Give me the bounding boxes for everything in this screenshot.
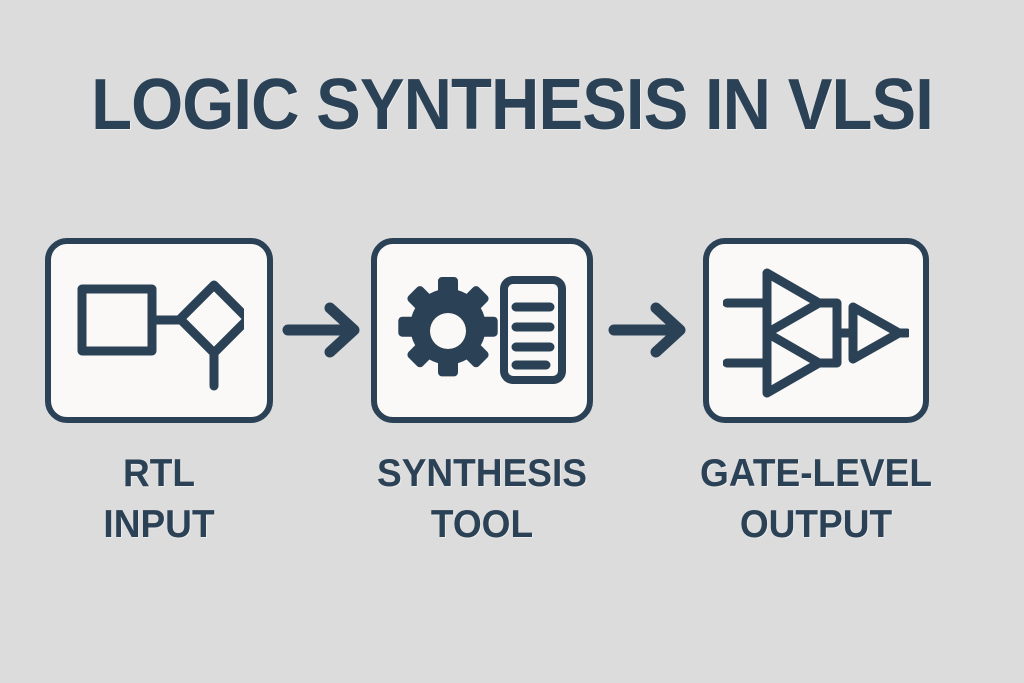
- label-line-1: SYNTHESIS: [376, 452, 588, 495]
- label-rtl-input: RTL INPUT: [51, 448, 268, 550]
- card-synthesis-tool[interactable]: [371, 238, 593, 423]
- diamond-node: [175, 280, 244, 357]
- buffer-gate-top: [762, 268, 824, 337]
- gear-document-icon: [398, 275, 566, 384]
- buffer-gate-bottom: [762, 328, 824, 397]
- document-icon: [500, 275, 566, 384]
- page-title: LOGIC SYNTHESIS IN VLSI: [91, 65, 934, 145]
- arrow-right-icon: [608, 302, 686, 358]
- buffer-gate-right: [848, 302, 904, 363]
- label-line-1: RTL: [122, 452, 196, 495]
- label-synthesis-tool: SYNTHESIS TOOL: [377, 448, 588, 550]
- label-line-2: OUTPUT: [739, 503, 893, 546]
- arrow-right-icon: [282, 302, 360, 358]
- arrow-1: [282, 300, 372, 360]
- label-line-1: GATE-LEVEL: [700, 452, 932, 495]
- card-rtl-input[interactable]: [45, 238, 273, 423]
- gear-icon: [398, 276, 498, 376]
- block-diagram-icon: [77, 280, 244, 390]
- card-gate-level-output[interactable]: [703, 238, 929, 423]
- step-labels: RTL INPUT SYNTHESIS TOOL GATE-LEVEL OUTP…: [0, 448, 1024, 558]
- document-text-lines: [511, 302, 555, 369]
- label-line-2: TOOL: [430, 503, 534, 546]
- square-block: [77, 284, 157, 355]
- label-line-2: INPUT: [103, 503, 215, 546]
- logic-gates-icon: [723, 268, 909, 397]
- arrow-2: [608, 300, 698, 360]
- label-gate-level-output: GATE-LEVEL OUTPUT: [696, 448, 935, 550]
- process-flow: [0, 238, 1024, 423]
